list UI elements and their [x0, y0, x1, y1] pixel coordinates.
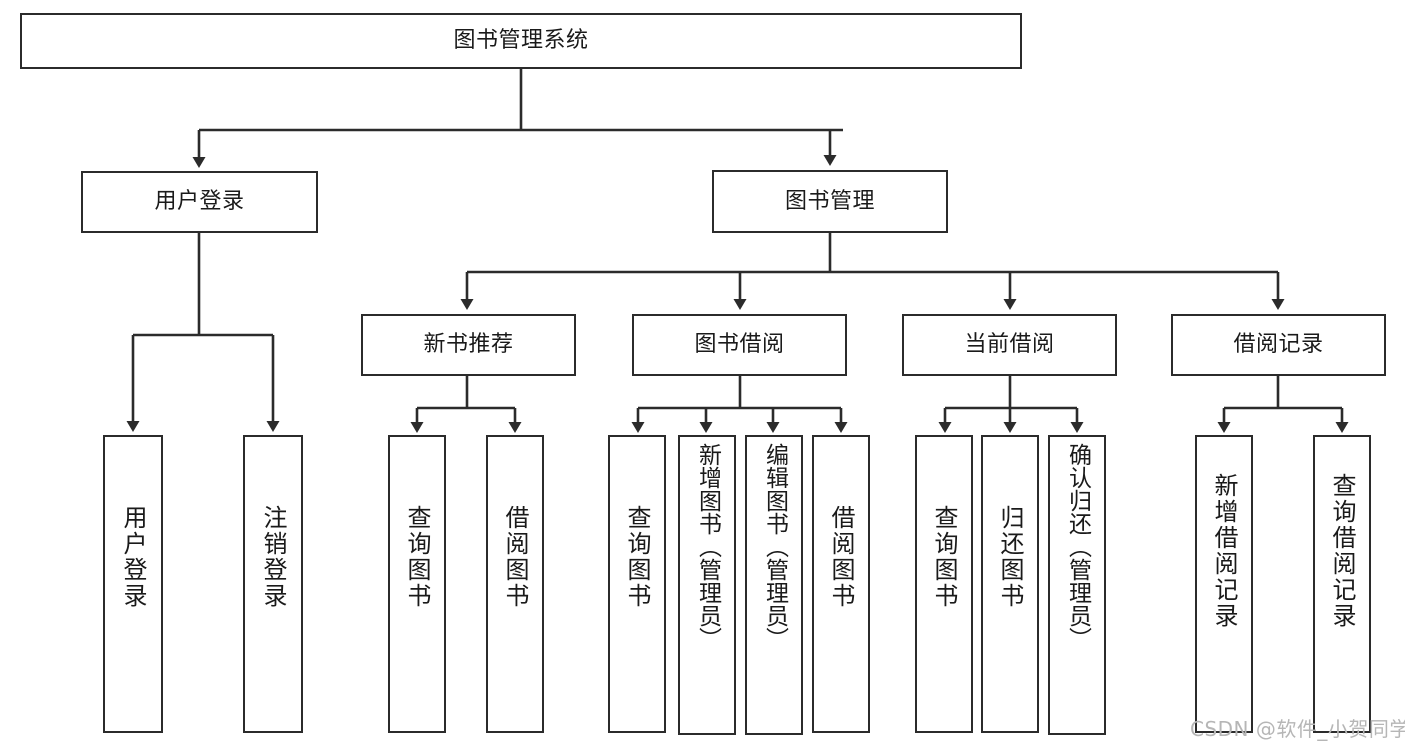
node-root-label: 图书管理系统: [453, 28, 589, 54]
node-current-borrow-label: 当前借阅: [964, 332, 1055, 358]
node-leaf-add-book-admin-label: 新增图书（管理员）: [694, 443, 721, 650]
node-root[interactable]: 图书管理系统: [20, 13, 1022, 69]
node-current-borrow[interactable]: 当前借阅: [902, 314, 1117, 376]
node-leaf-query-book-3-label: 查询图书: [930, 505, 958, 609]
node-leaf-borrow-book-1[interactable]: 借阅图书: [486, 435, 544, 733]
node-user-login-label: 用户登录: [154, 189, 245, 215]
node-new-book-recommend-label: 新书推荐: [423, 332, 514, 358]
node-leaf-add-book-admin[interactable]: 新增图书（管理员）: [678, 435, 736, 735]
node-leaf-confirm-return-admin[interactable]: 确认归还（管理员）: [1048, 435, 1106, 735]
node-leaf-return-book-label: 归还图书: [996, 505, 1024, 609]
node-leaf-add-borrow-record[interactable]: 新增借阅记录: [1195, 435, 1253, 733]
node-leaf-return-book[interactable]: 归还图书: [981, 435, 1039, 733]
node-leaf-edit-book-admin[interactable]: 编辑图书（管理员）: [745, 435, 803, 735]
node-leaf-borrow-book-2-label: 借阅图书: [827, 505, 855, 609]
node-leaf-query-book-3[interactable]: 查询图书: [915, 435, 973, 733]
node-leaf-query-book-1[interactable]: 查询图书: [388, 435, 446, 733]
node-book-management-label: 图书管理: [784, 188, 875, 214]
node-book-management[interactable]: 图书管理: [712, 170, 948, 233]
node-leaf-confirm-return-admin-label: 确认归还（管理员）: [1064, 443, 1091, 650]
node-leaf-query-book-2[interactable]: 查询图书: [608, 435, 666, 733]
watermark-text: CSDN @软件_小贺同学: [1190, 717, 1405, 741]
node-leaf-borrow-book-1-label: 借阅图书: [501, 505, 529, 609]
node-book-borrow[interactable]: 图书借阅: [632, 314, 847, 376]
node-leaf-query-borrow-record-label: 查询借阅记录: [1328, 473, 1356, 629]
node-user-login[interactable]: 用户登录: [81, 171, 318, 233]
node-leaf-logout-login[interactable]: 注销登录: [243, 435, 303, 733]
node-leaf-query-book-1-label: 查询图书: [403, 505, 431, 609]
node-leaf-add-borrow-record-label: 新增借阅记录: [1210, 473, 1238, 629]
node-leaf-query-book-2-label: 查询图书: [623, 505, 651, 609]
node-book-borrow-label: 图书借阅: [694, 332, 785, 358]
node-leaf-user-login-label: 用户登录: [119, 505, 147, 609]
node-leaf-logout-login-label: 注销登录: [259, 505, 287, 609]
node-leaf-user-login[interactable]: 用户登录: [103, 435, 163, 733]
node-borrow-record-label: 借阅记录: [1233, 332, 1324, 358]
node-leaf-borrow-book-2[interactable]: 借阅图书: [812, 435, 870, 733]
node-borrow-record[interactable]: 借阅记录: [1171, 314, 1386, 376]
node-new-book-recommend[interactable]: 新书推荐: [361, 314, 576, 376]
node-leaf-query-borrow-record[interactable]: 查询借阅记录: [1313, 435, 1371, 733]
node-leaf-edit-book-admin-label: 编辑图书（管理员）: [761, 443, 788, 650]
